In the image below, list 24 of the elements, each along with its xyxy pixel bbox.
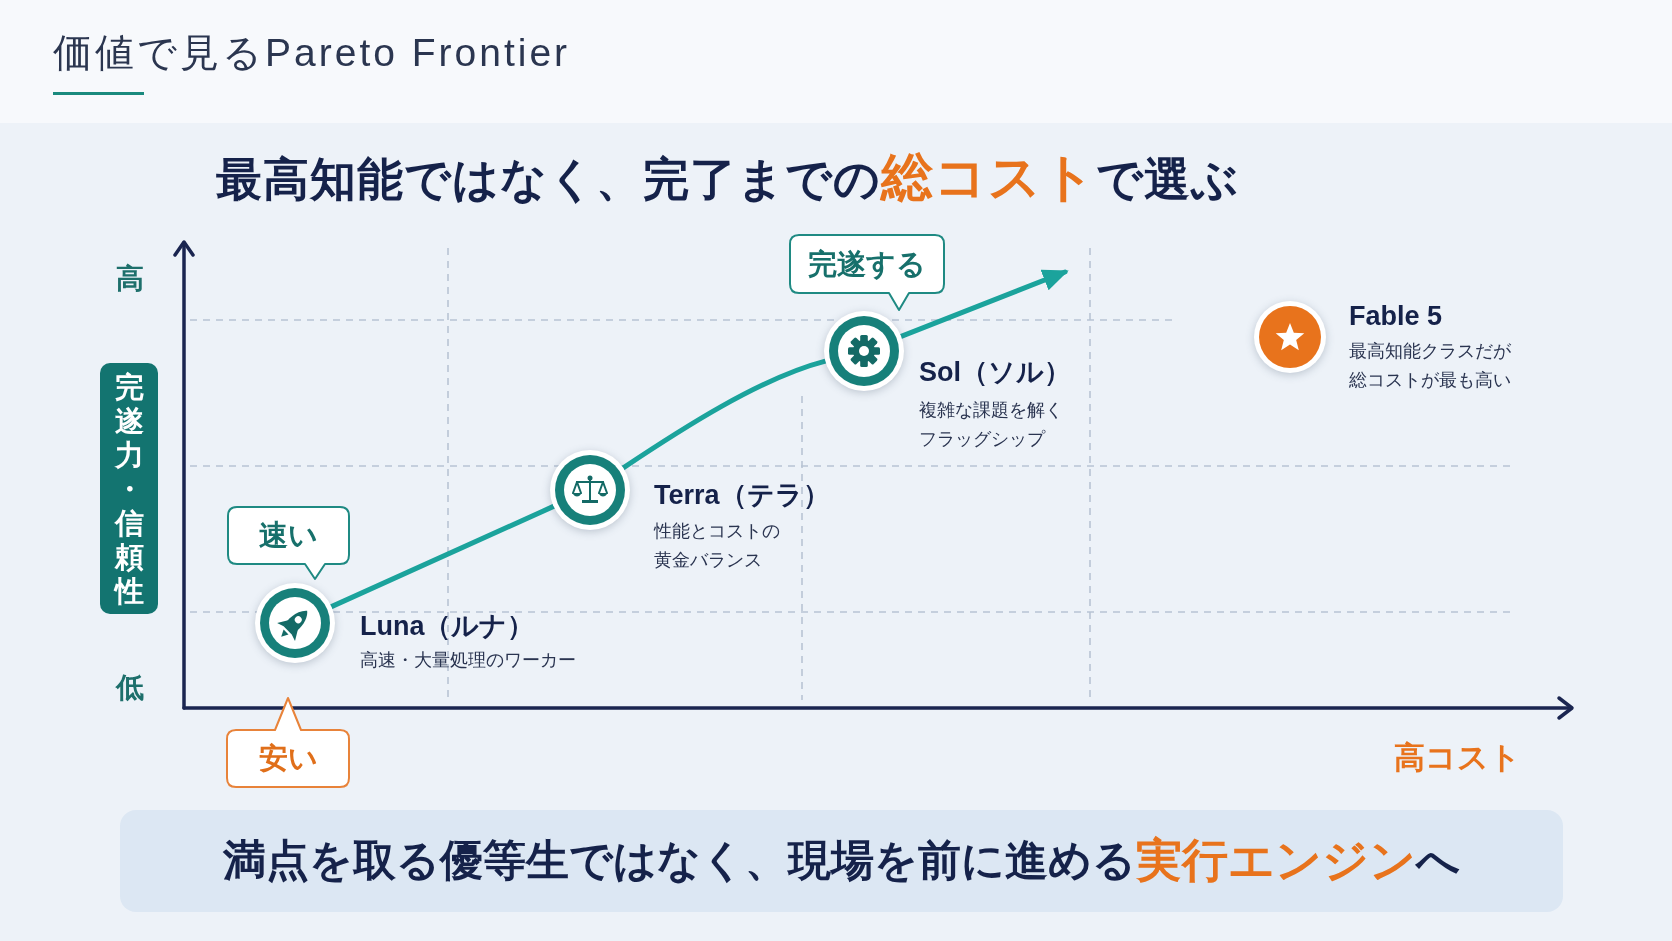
message-banner: 満点を取る優等生ではなく、現場を前に進める実行エンジンへ: [120, 810, 1563, 912]
model-name: Terra（テラ）: [654, 479, 830, 512]
model-description: 高速・大量処理のワーカー: [360, 649, 576, 672]
model-name: Fable 5: [1349, 300, 1443, 333]
curve-arrow: [898, 269, 1069, 339]
model-description: 複雑な課題を解くフラッグシップ: [919, 399, 1064, 451]
axis-end-label: 高: [116, 262, 144, 296]
rocket-icon: [255, 583, 335, 663]
gear-icon: [824, 311, 904, 391]
headline: 最高知能ではなく、完了までの総コストで選ぶ: [216, 148, 1239, 208]
model-description: 性能とコストの黄金バランス: [654, 520, 781, 572]
axis-label: 高コスト: [1394, 740, 1521, 776]
curve-line: [329, 503, 556, 610]
axis-end-label: 低: [116, 671, 144, 705]
page-title: 価値で見るPareto Frontier: [53, 30, 571, 76]
model-name: Luna（ルナ）: [360, 610, 535, 643]
speech-bubble: 完遂する: [789, 234, 945, 311]
model-description: 最高知能クラスだが総コストが最も高い: [1349, 340, 1512, 392]
curve-line: [620, 358, 828, 471]
scales-icon: [550, 450, 630, 530]
axis-title: 完遂力・信頼性: [100, 363, 158, 614]
model-name: Sol（ソル）: [919, 356, 1071, 389]
speech-bubble: 安い: [226, 697, 350, 788]
speech-bubble: 速い: [227, 506, 350, 580]
